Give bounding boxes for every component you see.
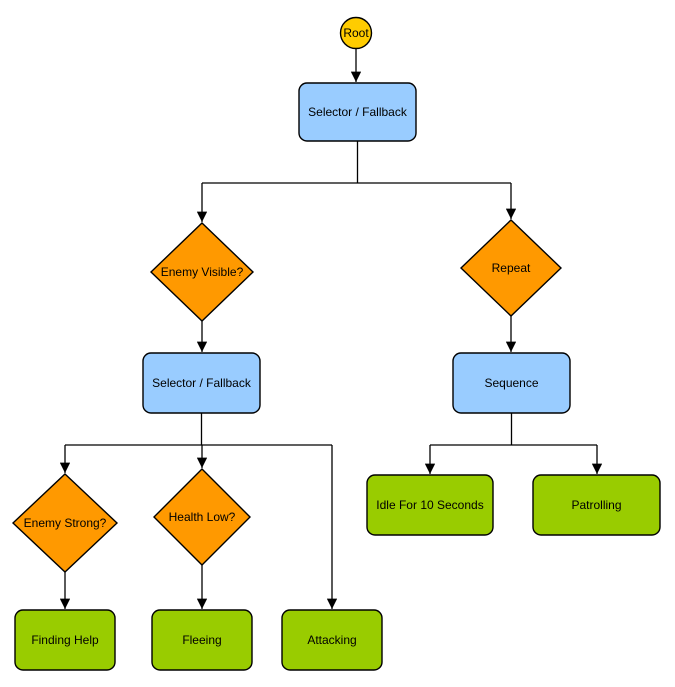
node-fleeing: Fleeing bbox=[151, 609, 253, 671]
selector-fallback-1-label: Selector / Fallback bbox=[308, 105, 408, 119]
node-idle-for-10-seconds: Idle For 10 Seconds bbox=[366, 474, 494, 536]
idle-for-10-seconds-shape bbox=[366, 474, 494, 536]
node-root: Root bbox=[339, 16, 373, 50]
finding-help-label: Finding Help bbox=[31, 633, 99, 647]
enemy-visible-label: Enemy Visible? bbox=[161, 265, 244, 279]
enemy-strong-label: Enemy Strong? bbox=[24, 516, 107, 530]
node-health-low: Health Low? bbox=[153, 468, 251, 566]
node-enemy-visible: Enemy Visible? bbox=[149, 222, 255, 322]
idle-for-10-seconds-label: Idle For 10 Seconds bbox=[376, 498, 483, 512]
node-finding-help: Finding Help bbox=[14, 609, 116, 671]
node-enemy-strong: Enemy Strong? bbox=[11, 473, 119, 573]
enemy-strong-shape bbox=[11, 473, 119, 573]
edge-layer bbox=[59, 49, 603, 609]
repeat-label: Repeat bbox=[492, 261, 531, 275]
node-patrolling: Patrolling bbox=[532, 474, 661, 536]
fleeing-shape bbox=[151, 609, 253, 671]
fleeing-label: Fleeing bbox=[182, 633, 221, 647]
health-low-label: Health Low? bbox=[169, 510, 236, 524]
selector-fallback-1-shape bbox=[298, 82, 417, 142]
root-circle-shape bbox=[339, 16, 373, 50]
sequence-label: Sequence bbox=[484, 376, 538, 390]
edge-rail-sequence bbox=[430, 413, 597, 446]
patrolling-shape bbox=[532, 474, 661, 536]
repeat-shape bbox=[459, 219, 563, 317]
edge-rail-selector-fallback-1 bbox=[202, 141, 511, 184]
node-selector-fallback-1: Selector / Fallback bbox=[298, 82, 417, 142]
enemy-visible-shape bbox=[149, 222, 255, 322]
selector-fallback-2-label: Selector / Fallback bbox=[152, 376, 252, 390]
sequence-shape bbox=[452, 352, 571, 414]
node-sequence: Sequence bbox=[452, 352, 571, 414]
attacking-label: Attacking bbox=[307, 633, 356, 647]
health-low-shape bbox=[153, 468, 251, 566]
node-attacking: Attacking bbox=[281, 609, 383, 671]
edge-rail-selector-fallback-2 bbox=[65, 413, 332, 446]
node-repeat: Repeat bbox=[459, 219, 563, 317]
selector-fallback-2-shape bbox=[142, 352, 261, 414]
node-selector-fallback-2: Selector / Fallback bbox=[142, 352, 261, 414]
root-label: Root bbox=[343, 26, 369, 40]
patrolling-label: Patrolling bbox=[571, 498, 621, 512]
attacking-shape bbox=[281, 609, 383, 671]
finding-help-shape bbox=[14, 609, 116, 671]
